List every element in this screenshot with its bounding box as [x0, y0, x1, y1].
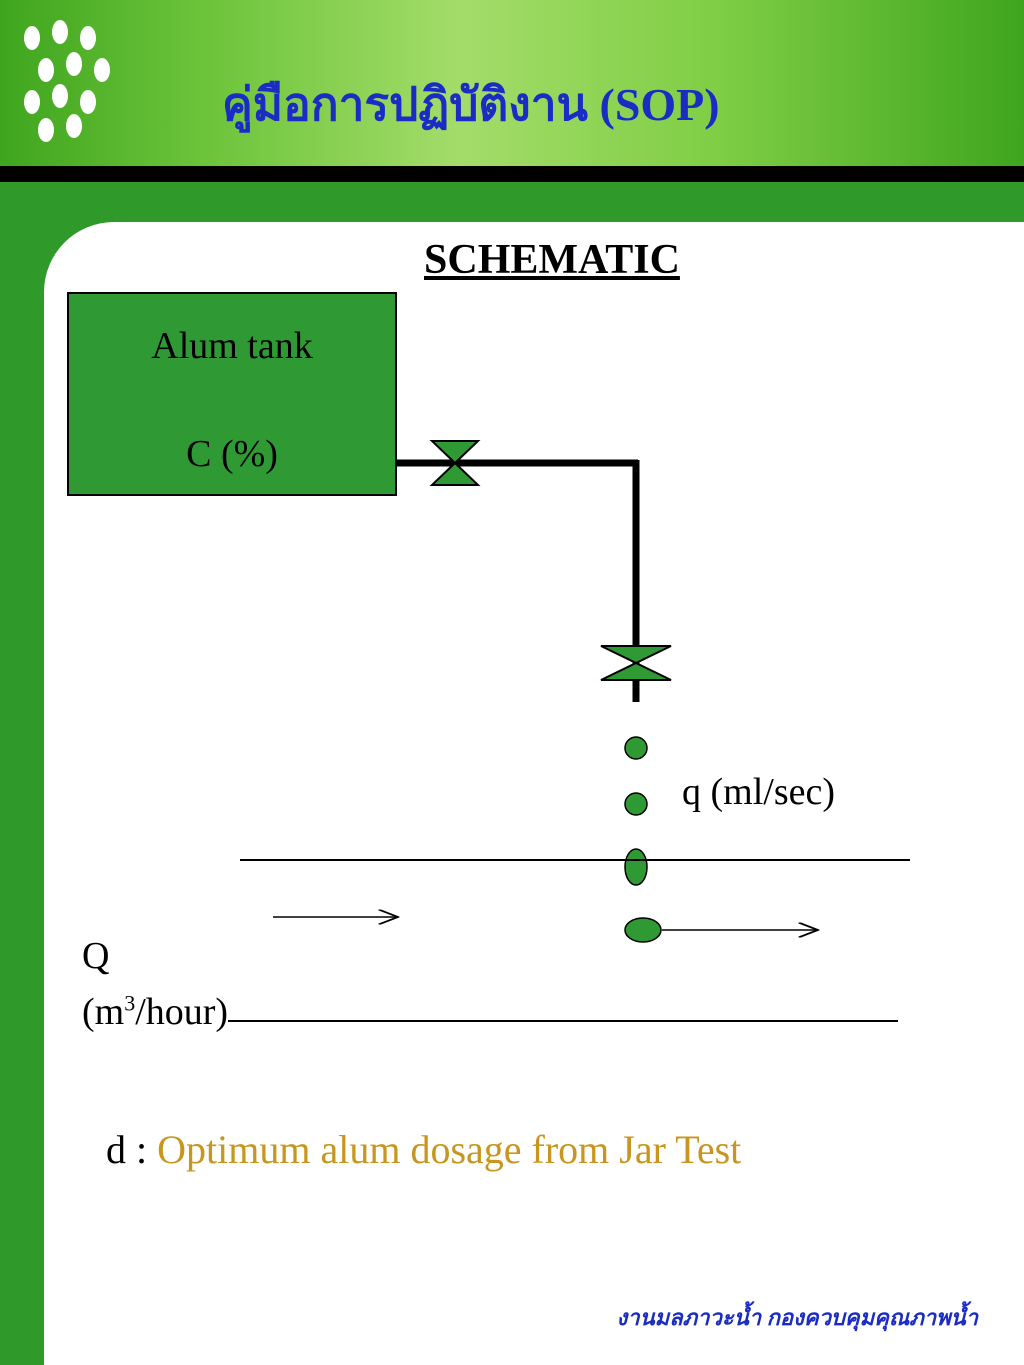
dosage-note: d : Optimum alum dosage from Jar Test: [106, 1126, 741, 1173]
flow-unit-label: (m3/hour): [82, 990, 229, 1033]
drop: [624, 917, 662, 943]
section-title: SCHEMATIC: [424, 237, 680, 283]
alum-tank: Alum tank C (%): [67, 292, 397, 496]
logo-dots-icon: [14, 18, 124, 148]
tank-concentration: C (%): [186, 433, 278, 475]
page-title: คู่มือการปฏิบัติงาน (SOP): [222, 79, 720, 130]
header-banner: คู่มือการปฏิบัติงาน (SOP): [0, 0, 1024, 166]
dosage-prefix: d :: [106, 1127, 158, 1172]
dosage-text: Optimum alum dosage from Jar Test: [157, 1127, 742, 1172]
tank-name: Alum tank: [151, 325, 313, 367]
valve-icon: [429, 440, 481, 486]
valve-icon: [600, 645, 672, 681]
dose-flow-label: q (ml/sec): [682, 771, 836, 813]
header-divider: [0, 166, 1024, 182]
drop: [624, 792, 648, 816]
drop: [624, 848, 648, 886]
footer-text: งานมลภาวะน้ำ กองควบคุมคุณภาพน้ำ: [616, 1305, 978, 1330]
drop: [624, 736, 648, 760]
flow-label: Q: [82, 935, 110, 977]
